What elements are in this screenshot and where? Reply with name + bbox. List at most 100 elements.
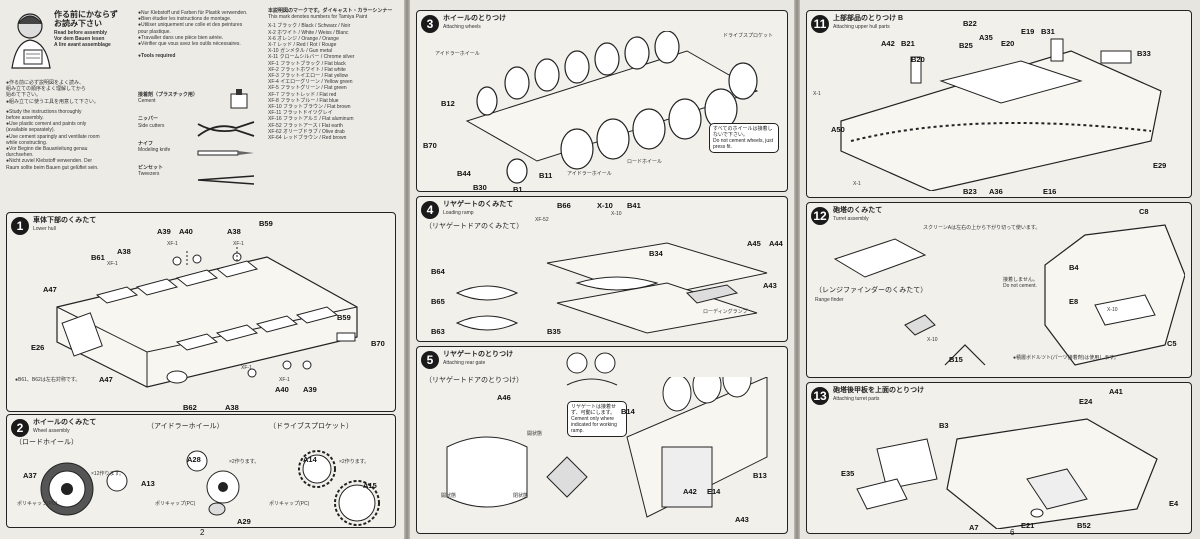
sub-heading: （ドライブスプロケット）: [269, 423, 353, 430]
intro-line: ●Nicht zuviel Klebstoff verwenden. Der: [6, 158, 93, 165]
instr-line: ●Bien étudier les instructions de montag…: [138, 16, 232, 23]
paint-item: XF-8 フラットブルー / Flat blue: [268, 97, 339, 104]
paint-callout: XF-1: [279, 377, 290, 383]
gate-state-caption: 開状態: [527, 431, 543, 437]
step-number: 13: [811, 387, 829, 405]
tools-heading: ●Tools required: [138, 53, 176, 60]
step-title-en: Attaching wheels: [443, 24, 481, 30]
part-label: C5: [1167, 339, 1177, 348]
part-label: A44: [769, 239, 783, 248]
part-label: B21: [901, 39, 915, 48]
intro-line: ●Use cement sparingly and ventilate room: [6, 133, 100, 140]
part-label: A43: [763, 281, 777, 290]
intro-line: ●組み立てに使う工具を用意して下さい。: [6, 98, 99, 105]
part-label: E26: [31, 343, 45, 352]
tool-label: Side cutters: [138, 122, 165, 129]
header-title-fr: A lire avant assemblage: [54, 42, 111, 48]
part-label: B25: [959, 41, 973, 50]
warning-callout: すべてのホイールは接着しないで下さい。 Do not cement wheels…: [709, 123, 779, 153]
sub-heading: （リヤゲートドアのとりつけ）: [425, 377, 524, 384]
cartoon-figure: [566, 352, 618, 386]
step-number: 5: [421, 351, 439, 369]
instruction-page-right: 11 上部部品のとりつけ B Attaching upper hull part…: [800, 0, 1200, 539]
tools-list: 接着剤（プラスチック用） Cement ニッパー Side cutters ナイ…: [138, 92, 198, 178]
tweezers-icon: [197, 175, 255, 185]
part-label: X-10: [597, 201, 613, 210]
part-label: B23: [963, 187, 977, 196]
sub-heading: （ロードホイール）: [15, 439, 78, 446]
part-label: A29: [237, 517, 251, 526]
part-label: A37: [23, 471, 37, 480]
paint-callout: XF-1: [241, 365, 252, 371]
paint-item: XF-10 フラットブラウン / Flat brown: [268, 104, 351, 111]
part-label: E20: [1001, 39, 1015, 48]
intro-line: ●Use plastic cement and paints only: [6, 121, 87, 128]
part-label: A40: [179, 227, 193, 236]
step-1-panel: 1 車体下部のくみたて Lower hull A39 A40 A38 B59 B…: [6, 212, 396, 412]
loading-ramp-drawing: [455, 242, 768, 334]
gate-state-caption: 開状態: [441, 493, 457, 499]
paint-item: XF-11 フラットドイツグレイ: [268, 110, 333, 117]
spine-left: [404, 0, 410, 539]
part-label: E4: [1169, 499, 1179, 508]
part-label: B4: [1069, 263, 1079, 272]
part-label: A38: [117, 247, 131, 256]
part-label: B61: [91, 253, 105, 262]
instruction-page-left: 作る前にかならず お読み下さい Read before assembly Vor…: [0, 0, 404, 539]
part-label: B64: [431, 267, 445, 276]
part-label: C8: [1139, 207, 1149, 216]
part-label: A28: [187, 455, 201, 464]
instr-line: ●Travailler dans une pièce bien aérée.: [138, 34, 224, 41]
part-label: B11: [539, 171, 553, 180]
part-label: B34: [649, 249, 663, 258]
intro-text: ●作る前に必ず説明図をよく読み、 組み立ての順序をよく理解してから 始めて下さい…: [6, 80, 134, 171]
step-title-en: Lower hull: [33, 226, 56, 232]
step-title-jp: ホイールのとりつけ: [443, 15, 507, 22]
part-label: E8: [1069, 297, 1079, 306]
part-label: A43: [735, 515, 749, 524]
part-label: B59: [259, 219, 273, 228]
part-label: B66: [557, 201, 571, 210]
part-label: B44: [457, 169, 471, 178]
tool-label: ニッパー: [138, 116, 159, 123]
header-title-jp: 作る前にかならず お読み下さい: [54, 10, 118, 28]
lower-hull-drawing: [56, 247, 358, 388]
part-label: B15: [949, 355, 963, 364]
part-label: E35: [841, 469, 855, 478]
instr-line: ●Nur Klebstoff und Farben für Plastik ve…: [138, 10, 248, 16]
paint-item: XF-16 フラットアルミ / Flat aluminum: [268, 116, 354, 123]
part-label: B3: [939, 421, 949, 430]
paint-item: X-2 ホワイト / White / Weiss / Blanc: [268, 29, 349, 36]
paint-item: XF-62 オリーブドラブ / Olive drab: [268, 128, 345, 135]
sub-heading: （リヤゲートドアのくみたて）: [425, 223, 524, 230]
step-title-en: Wheel assembly: [33, 428, 70, 434]
part-label: A15: [363, 481, 377, 490]
part-label: A38: [227, 227, 241, 236]
step-title-en: Attaching upper hull parts: [833, 24, 890, 30]
part-label: A41: [1109, 387, 1123, 396]
step-title-en: Attaching rear gate: [443, 360, 486, 366]
polycap-caption: ポリキャップ(PC): [155, 501, 196, 507]
part-label: A14: [303, 455, 317, 464]
paints-heading: 本説明図のマークです。ダイキャスト・カラーシンナー: [268, 8, 393, 14]
intro-line: while constructing.: [6, 139, 48, 146]
header-title-de: Vor dem Bauen lesen: [54, 36, 105, 42]
drive-sprocket-drawing: [298, 450, 380, 526]
step-title-jp: 砲塔後甲板を上面のとりつけ: [833, 387, 925, 394]
sub-heading: （レンジファインダーのくみたて）: [815, 287, 928, 294]
step-note: ●B61、B62は左右対称です。: [15, 377, 81, 383]
part-label: A36: [989, 187, 1003, 196]
paint-item: XF-52 フラットアース / Flat earth: [268, 122, 343, 129]
paint-item: XF-7 フラットレッド / Flat red: [268, 91, 337, 98]
step-2-panel: 2 ホイールのくみたて Wheel assembly （ロードホイール） （アイ…: [6, 414, 396, 528]
instr-line: pour plastique.: [138, 28, 171, 35]
part-label: A42: [683, 487, 697, 496]
part-label: B35: [547, 327, 561, 336]
part-label: E16: [1043, 187, 1057, 196]
step-13-panel: 13 砲塔後甲板を上面のとりつけ Attaching turret parts …: [806, 382, 1192, 534]
part-label: A39: [303, 385, 317, 394]
mascot-illustration: [11, 13, 51, 69]
upper-hull-drawing: [840, 38, 1162, 191]
paint-callout: XF-1: [233, 241, 244, 247]
part-label: E21: [1021, 521, 1035, 530]
